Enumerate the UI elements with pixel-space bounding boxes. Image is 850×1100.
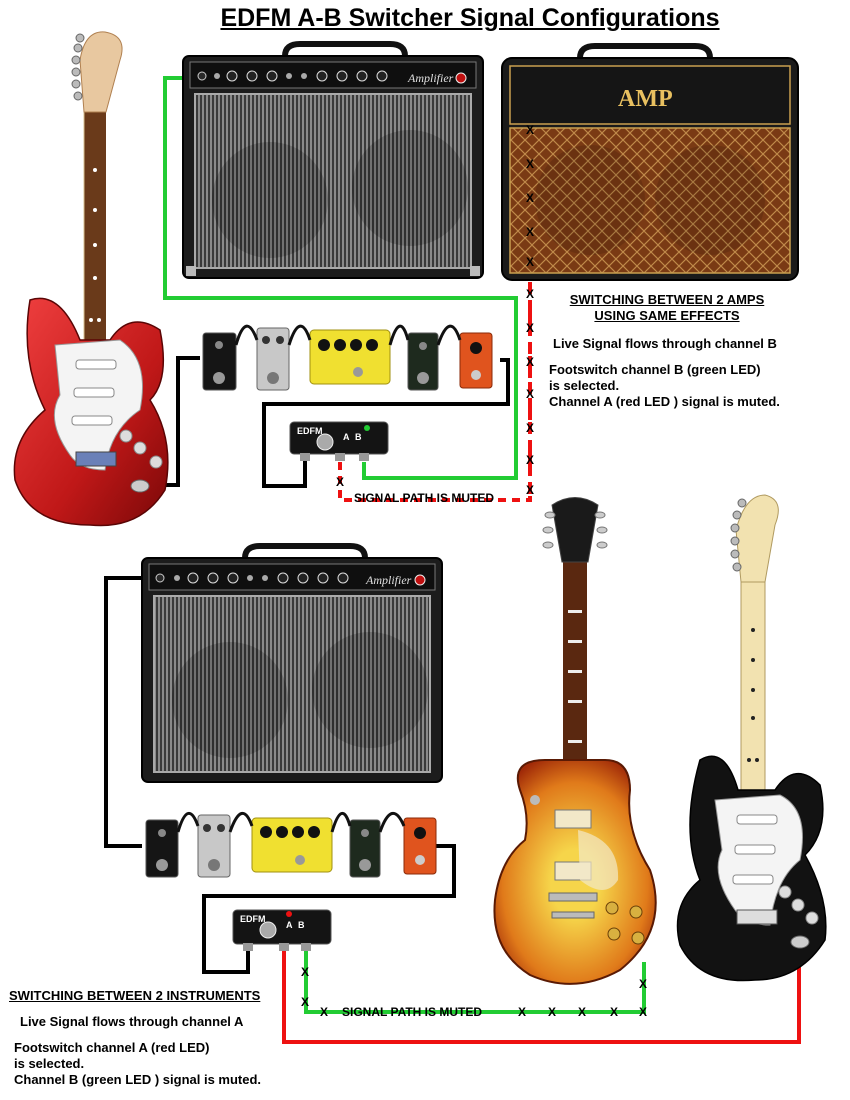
svg-text:X: X bbox=[518, 1005, 526, 1019]
svg-text:X: X bbox=[526, 255, 534, 269]
mute-markers-bottom: X X X X X X X X X bbox=[301, 965, 647, 1019]
bottom-config-heading: SWITCHING BETWEEN 2 INSTRUMENTS bbox=[9, 988, 261, 1003]
bottom-live-signal-text: Live Signal flows through channel A bbox=[20, 1014, 244, 1029]
muted-path-label-bottom: SIGNAL PATH IS MUTED bbox=[342, 1005, 482, 1019]
svg-text:X: X bbox=[548, 1005, 556, 1019]
black-strat-guitar bbox=[676, 494, 827, 982]
switcher-brand-bottom: EDFM bbox=[240, 914, 266, 924]
red-strat-guitar bbox=[13, 31, 169, 527]
svg-text:X: X bbox=[639, 977, 647, 991]
svg-text:X: X bbox=[301, 995, 309, 1009]
svg-text:X: X bbox=[526, 287, 534, 301]
svg-text:X: X bbox=[336, 475, 344, 489]
cable-pedals-to-switcher-bottom bbox=[202, 844, 456, 974]
switcher-label-a: A bbox=[343, 432, 350, 442]
svg-text:X: X bbox=[526, 321, 534, 335]
blackface-amp-bottom: Amplifier bbox=[141, 543, 443, 783]
pedalboard-top bbox=[202, 324, 493, 391]
svg-text:X: X bbox=[526, 225, 534, 239]
diagram-title: EDFM A-B Switcher Signal Configurations bbox=[220, 4, 720, 32]
svg-text:X: X bbox=[578, 1005, 586, 1019]
svg-text:X: X bbox=[320, 1005, 328, 1019]
svg-text:X: X bbox=[610, 1005, 618, 1019]
switcher-label-b-bottom: B bbox=[298, 920, 305, 930]
switcher-label-b: B bbox=[355, 432, 362, 442]
cable-pedals-to-switcher bbox=[262, 358, 510, 488]
cable-amp-to-pedals bbox=[104, 576, 158, 848]
svg-text:X: X bbox=[526, 123, 534, 137]
sunburst-les-paul-guitar bbox=[493, 497, 657, 985]
blackface-amp-top: Amplifier bbox=[182, 41, 484, 279]
vintage-amp-top: AMP bbox=[501, 43, 799, 281]
muted-path-label-top: SIGNAL PATH IS MUTED bbox=[354, 491, 494, 505]
amp-script-label-bottom: Amplifier bbox=[365, 573, 412, 587]
mute-markers-top: X X X X X X X X X X X X X bbox=[336, 123, 534, 497]
svg-text:X: X bbox=[526, 453, 534, 467]
svg-text:X: X bbox=[526, 355, 534, 369]
top-config-heading: SWITCHING BETWEEN 2 AMPS USING SAME EFFE… bbox=[569, 292, 765, 323]
svg-text:X: X bbox=[301, 965, 309, 979]
bottom-footswitch-text: Footswitch channel A (red LED) is select… bbox=[14, 1040, 262, 1087]
ab-switcher-top: EDFM A B bbox=[289, 421, 389, 461]
vintage-amp-logo: AMP bbox=[618, 86, 673, 112]
cable-muted-channel-a bbox=[338, 62, 532, 502]
svg-text:X: X bbox=[526, 387, 534, 401]
svg-text:X: X bbox=[526, 191, 534, 205]
top-footswitch-text: Footswitch channel B (green LED) is sele… bbox=[549, 362, 780, 409]
svg-text:X: X bbox=[526, 483, 534, 497]
svg-text:X: X bbox=[526, 157, 534, 171]
cable-muted-channel-b bbox=[304, 950, 646, 1014]
amp-script-label: Amplifier bbox=[407, 71, 454, 85]
switcher-brand: EDFM bbox=[297, 426, 323, 436]
svg-text:X: X bbox=[639, 1005, 647, 1019]
amp-control-knobs bbox=[197, 70, 388, 82]
pedalboard-bottom bbox=[145, 812, 437, 878]
cable-live-channel-b bbox=[163, 76, 518, 480]
svg-text:X: X bbox=[526, 421, 534, 435]
cable-live-channel-a bbox=[282, 948, 801, 1044]
top-live-signal-text: Live Signal flows through channel B bbox=[553, 336, 777, 351]
switcher-label-a-bottom: A bbox=[286, 920, 293, 930]
ab-switcher-bottom: EDFM A B bbox=[232, 909, 332, 951]
